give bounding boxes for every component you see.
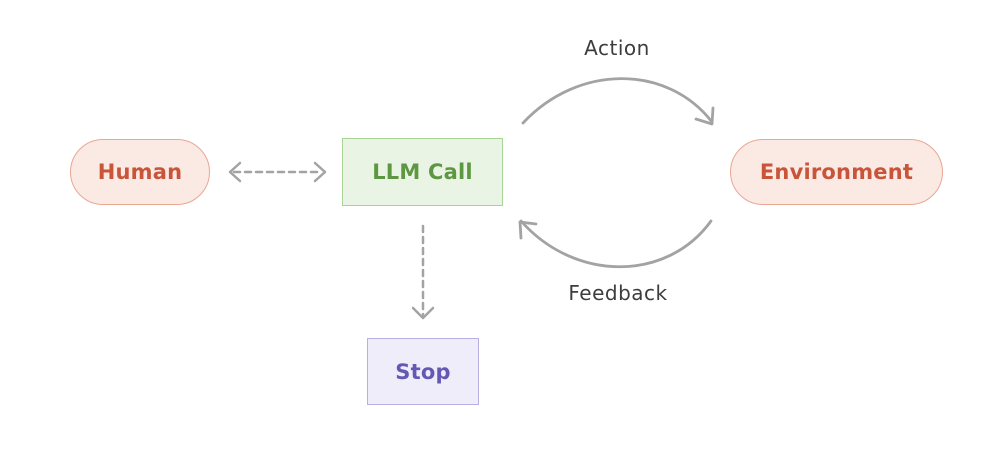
human-node-label: Human [97,160,183,184]
feedback-edge-label: Feedback [568,281,668,305]
llm-stop-dashed-arrow [411,224,435,320]
llm-call-node: LLM Call [342,138,503,206]
human-node: Human [70,139,210,205]
action-edge-label: Action [584,36,650,60]
feedback-arc-arrow [518,219,713,269]
stop-node: Stop [367,338,479,405]
stop-node-label: Stop [395,359,451,384]
human-llm-dashed-arrow [228,161,327,183]
action-arc-arrow [521,77,715,126]
environment-node: Environment [730,139,943,205]
environment-node-label: Environment [759,160,914,184]
llm-call-node-label: LLM Call [372,160,473,184]
